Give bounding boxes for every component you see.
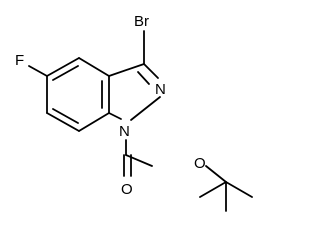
atom-f-label: F bbox=[15, 52, 24, 69]
bond-c5-f bbox=[28, 65, 48, 77]
bond-c3-n2-inner bbox=[137, 71, 150, 85]
bond-c3-n2 bbox=[143, 63, 159, 79]
bond-tbu-methyl-right bbox=[225, 181, 253, 198]
atom-n1-label: N bbox=[119, 123, 130, 140]
bond-n2-n1 bbox=[130, 96, 161, 121]
molecule-diagram: Br F N N O O bbox=[15, 13, 253, 212]
bond-carbonyl-ester-o bbox=[125, 154, 153, 167]
bond-c3a-c3 bbox=[108, 63, 145, 77]
atom-o-ester-label: O bbox=[194, 155, 206, 172]
atom-o-carbonyl-label: O bbox=[121, 181, 133, 198]
structure-drawing: Br F N N O O bbox=[15, 13, 253, 212]
bond-ester-o-tbu bbox=[205, 165, 227, 183]
bond-c6-c7 bbox=[46, 112, 80, 132]
bond-c6-c7-inner bbox=[52, 108, 79, 124]
bond-c7-c7a bbox=[78, 112, 110, 132]
atom-n2-label: N bbox=[155, 81, 166, 98]
bond-c4-c5-inner bbox=[52, 65, 79, 81]
bond-n1-c7a bbox=[108, 112, 122, 120]
atom-br-label: Br bbox=[134, 13, 149, 30]
bond-c3a-c4 bbox=[78, 57, 110, 77]
bond-tbu-methyl-left bbox=[199, 181, 227, 198]
bond-c4-c5 bbox=[46, 57, 80, 77]
